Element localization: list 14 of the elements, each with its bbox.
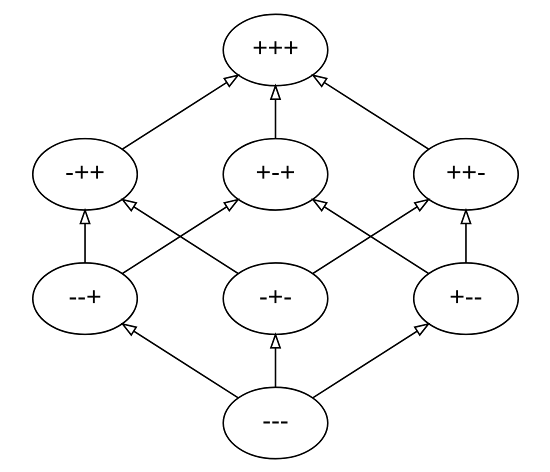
node-ellipse: ++- bbox=[412, 137, 518, 210]
node-ellipse: -++ bbox=[32, 137, 138, 210]
arrow bbox=[460, 207, 472, 262]
arrow bbox=[120, 322, 238, 398]
arrow bbox=[122, 74, 240, 150]
node-ellipse: +++ bbox=[222, 13, 328, 86]
node-ellipse: +-+ bbox=[222, 137, 328, 210]
arrow bbox=[78, 207, 90, 262]
node-ellipse: -+- bbox=[222, 262, 328, 335]
arrow bbox=[312, 322, 430, 398]
arrow bbox=[269, 332, 281, 387]
node-ellipse: --- bbox=[222, 386, 328, 459]
arrow bbox=[310, 74, 428, 150]
arrow bbox=[269, 83, 281, 138]
